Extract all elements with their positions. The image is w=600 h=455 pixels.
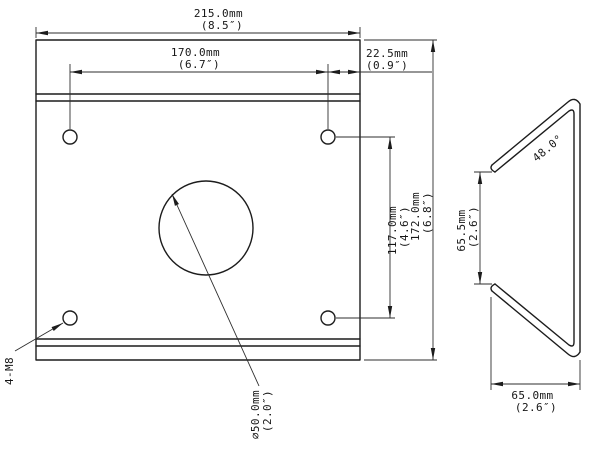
mounting-hole-bottom-right <box>320 310 336 326</box>
bracket-inner-profile <box>494 109 575 347</box>
dim-hole-span-label: 170.0mm (6.7″) <box>171 46 227 71</box>
thread-callout-label: 4-M8 <box>3 357 16 385</box>
dim-total-width-label: 215.0mm (8.5″) <box>194 7 250 32</box>
flange-tip-cap-bottom <box>490 283 496 292</box>
dim-hole-span-vertical-label: 117.0mm (4.6″) <box>386 199 411 255</box>
bend-angle-label: 48.0° <box>530 132 565 165</box>
bracket-outer-profile <box>491 98 581 358</box>
mounting-hole-bottom-left <box>62 310 78 326</box>
dim-edge-offset-label: 22.5mm (0.9″) <box>366 47 415 72</box>
side-view: 48.0° 65.5mm (2.6″) 65.0mm (2.6″) <box>455 98 581 414</box>
center-hole <box>158 180 254 276</box>
plate-outline <box>35 39 361 361</box>
mounting-hole-top-left <box>62 129 78 145</box>
flange-tip-cap-top <box>490 164 496 173</box>
mounting-hole-top-right <box>320 129 336 145</box>
center-hole-dia-label: ∅50.0mm (2.0″) <box>249 383 274 439</box>
dim-total-height-label: 172.0mm (6.8″) <box>409 185 434 241</box>
front-view: 215.0mm (8.5″) 170.0mm (6.7″) 22.5mm (0.… <box>3 7 437 439</box>
dim-depth-label: 65.0mm (2.6″) <box>511 389 560 414</box>
leader-line-center-hole <box>171 193 260 387</box>
leader-line-thread-callout <box>14 322 64 352</box>
dim-flange-gap-label: 65.5mm (2.6″) <box>455 202 480 251</box>
